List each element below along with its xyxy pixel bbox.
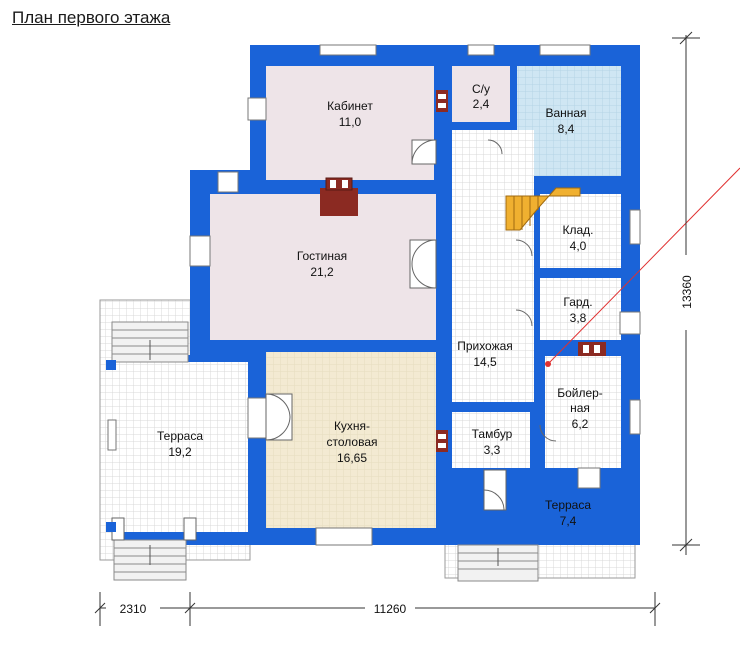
room-kitchen: [266, 352, 436, 528]
dimension-right: [672, 31, 700, 555]
label-kitchen-area: 16,65: [337, 451, 367, 465]
room-hall: [452, 130, 534, 402]
label-kitchen-name-1: Кухня-: [334, 419, 370, 433]
label-vestibule-area: 3,3: [484, 443, 501, 457]
room-storage: [540, 194, 621, 268]
label-terrace-left-area: 19,2: [168, 445, 192, 459]
label-boiler-area: 6,2: [572, 417, 589, 431]
room-living: [210, 194, 436, 340]
label-living-area: 21,2: [310, 265, 334, 279]
label-wc-area: 2,4: [473, 97, 490, 111]
room-terrace-left: [110, 362, 248, 532]
label-vestibule-name: Тамбур: [472, 427, 513, 441]
room-boiler: [545, 356, 621, 468]
label-wardrobe-area: 3,8: [570, 311, 587, 325]
room-wc: [452, 66, 510, 122]
label-bath-name: Ванная: [545, 106, 586, 120]
windows: [107, 44, 641, 546]
steps-bottom-left: [113, 539, 187, 581]
dim-left-width: 2310: [120, 602, 147, 616]
label-hall-area: 14,5: [473, 355, 497, 369]
label-terrace-right-name: Терраса: [545, 498, 591, 512]
dimension-bottom: [94, 592, 661, 626]
room-cabinet: [266, 66, 434, 180]
label-cabinet-area: 11,0: [339, 115, 362, 129]
terrace-posts: [106, 360, 634, 532]
doors: [111, 139, 557, 541]
page-title: План первого этажа: [12, 8, 171, 27]
label-bath-area: 8,4: [558, 122, 575, 136]
room-bath: [517, 66, 621, 176]
label-boiler-name-2: ная: [570, 401, 590, 415]
label-cabinet-name: Кабинет: [327, 99, 373, 113]
steps-bottom-right: [457, 544, 539, 582]
label-wardrobe-name: Гард.: [563, 295, 592, 309]
dim-main-width: 11260: [374, 602, 407, 616]
label-terrace-left-name: Терраса: [157, 429, 203, 443]
interior-stairs: [505, 187, 581, 231]
room-vestibule: [452, 412, 530, 468]
dim-height: 13360: [680, 275, 694, 309]
label-storage-area: 4,0: [570, 239, 587, 253]
label-wc-name: С/у: [472, 82, 490, 96]
chimneys: [320, 90, 606, 452]
label-living-name: Гостиная: [297, 249, 347, 263]
steps-top-left: [111, 321, 189, 363]
marker-line: [545, 167, 740, 367]
label-hall-name: Прихожая: [457, 339, 513, 353]
label-kitchen-name-2: столовая: [327, 435, 378, 449]
room-wardrobe: [540, 278, 621, 340]
label-terrace-right-area: 7,4: [560, 514, 577, 528]
label-boiler-name-1: Бойлер-: [557, 386, 603, 400]
label-storage-name: Клад.: [562, 223, 593, 237]
